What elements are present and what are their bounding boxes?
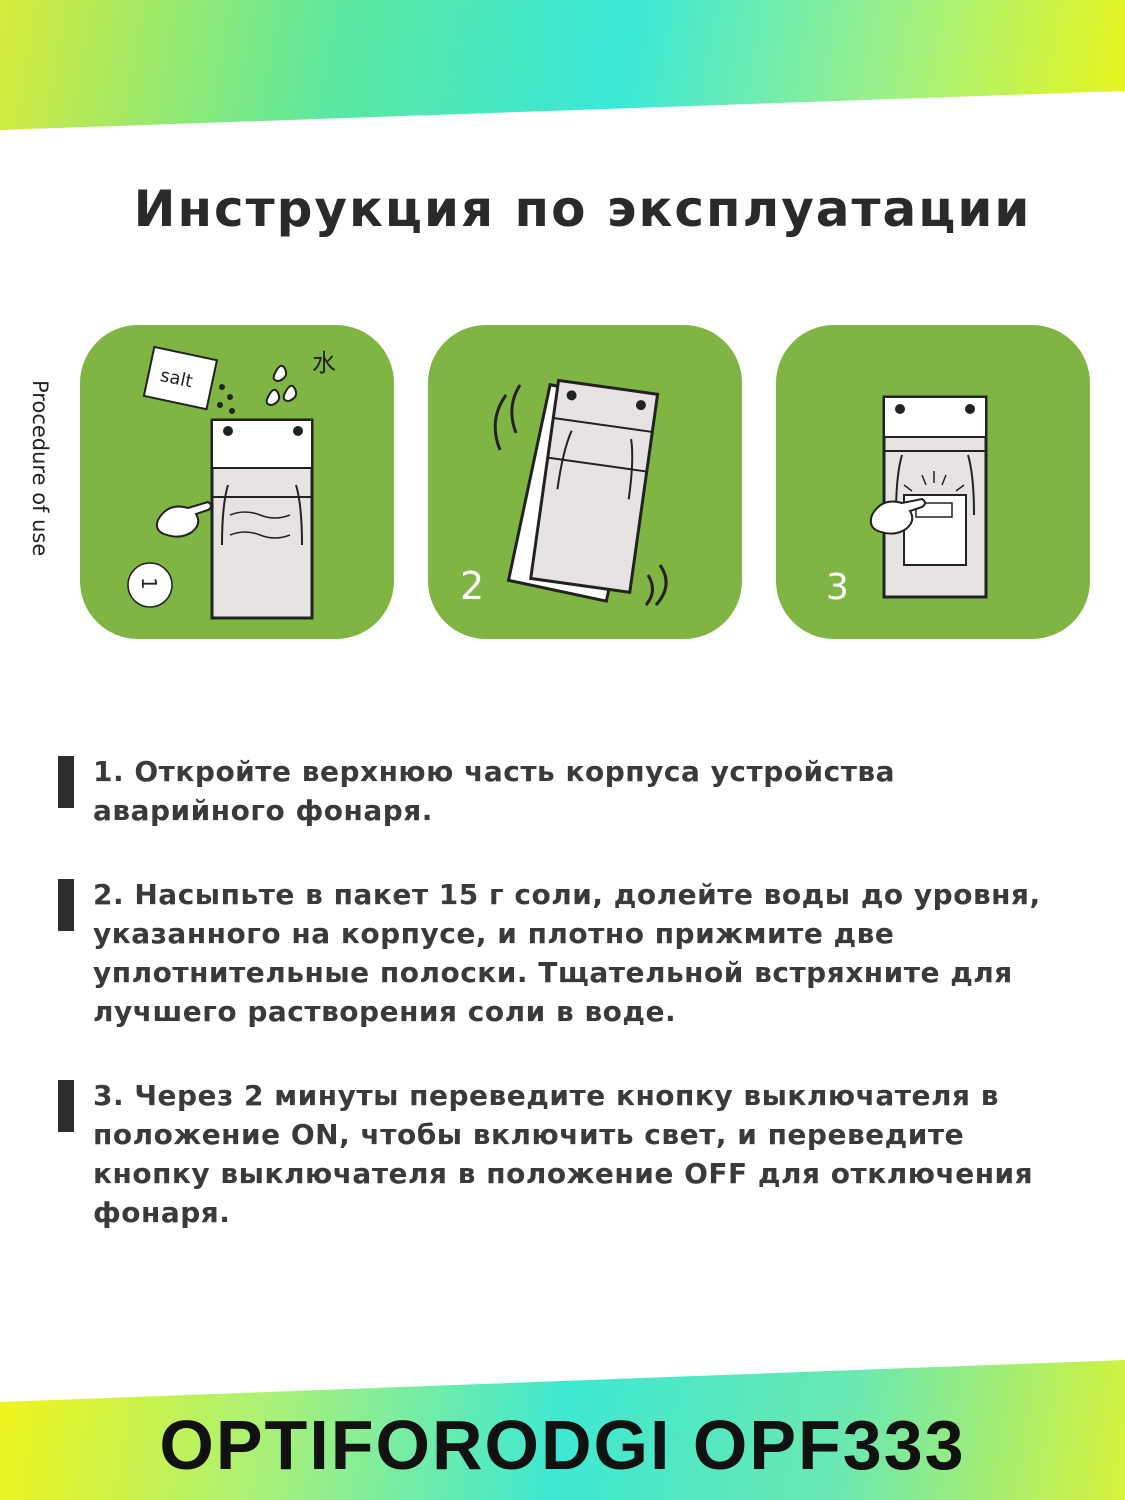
step-item-3: 3. Через 2 минуты переведите кнопку выкл…: [58, 1076, 1088, 1232]
step-marker: [58, 756, 74, 808]
top-gradient-band: [0, 0, 1125, 130]
step-text: 1. Откройте верхнюю часть корпуса устрой…: [93, 755, 896, 827]
step-2-illustration: 2: [428, 325, 742, 639]
step-text: 2. Насыпьте в пакет 15 г соли, долейте в…: [93, 878, 1041, 1028]
side-label: Procedure of use: [28, 380, 52, 557]
bag-fill-icon: salt 水 1: [127, 345, 336, 620]
panel-number-3: 3: [826, 567, 849, 608]
panel-number-2: 2: [460, 564, 484, 608]
step-3-illustration: 3: [776, 325, 1090, 639]
step-text: 3. Через 2 минуты переведите кнопку выкл…: [93, 1079, 1034, 1229]
step-item-2: 2. Насыпьте в пакет 15 г соли, долейте в…: [58, 875, 1088, 1031]
bag-switch-icon: 3: [826, 395, 988, 608]
page-title: Инструкция по эксплуатации: [133, 180, 1032, 238]
panel-number-1: 1: [137, 577, 161, 590]
water-glyph: 水: [312, 349, 336, 377]
bag-shake-icon: 2: [460, 378, 668, 608]
step-marker: [58, 1080, 74, 1132]
step-item-1: 1. Откройте верхнюю часть корпуса устрой…: [58, 752, 1088, 830]
step-marker: [58, 879, 74, 931]
brand-name: OPTIFORODGI OPF333: [159, 1406, 966, 1484]
step-1-illustration: salt 水 1: [80, 325, 394, 639]
instruction-steps: 1. Откройте верхнюю часть корпуса устрой…: [58, 752, 1088, 1277]
